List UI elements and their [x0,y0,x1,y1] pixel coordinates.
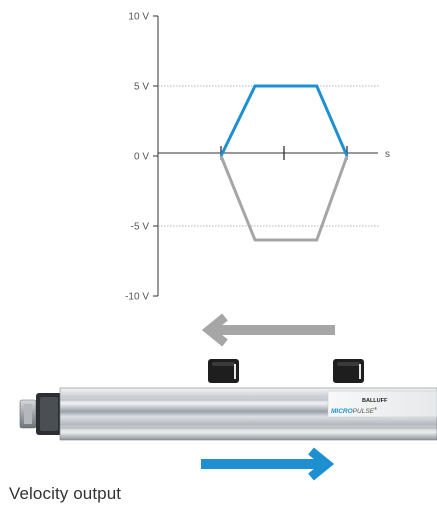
magnet-block-left [208,359,239,383]
x-axis-label: s [385,149,390,160]
series-line-1 [219,155,349,242]
y-tick-label: -5 V [131,222,150,233]
magnet-block-right [333,359,364,383]
caption: Velocity output [9,484,122,503]
series-line-0 [219,84,349,157]
chart: 10 V 5 V 0 V -5 V -10 V s [125,12,390,303]
brand-pulse: PULSE [353,408,375,415]
y-tick-label: 0 V [134,152,149,163]
arrow-left-icon [201,313,335,347]
brand-registered: ® [374,406,377,411]
series-group [219,84,349,242]
y-tick-label: -10 V [125,292,149,303]
arrow-right-icon [201,447,335,481]
y-ticks: 10 V 5 V 0 V -5 V -10 V [125,12,158,303]
y-tick-label: 5 V [134,82,149,93]
arrow-right-head [308,447,335,481]
brand-micro: MICRO [331,408,353,415]
arrow-left-head [201,313,228,347]
y-tick-label: 10 V [128,12,149,23]
brand-label-plate [327,390,437,418]
svg-text:MICROPULSE®: MICROPULSE® [331,406,377,415]
brand-balluff: BALLUFF [362,398,388,404]
sensor-rod: BALLUFF MICROPULSE® [19,387,437,441]
